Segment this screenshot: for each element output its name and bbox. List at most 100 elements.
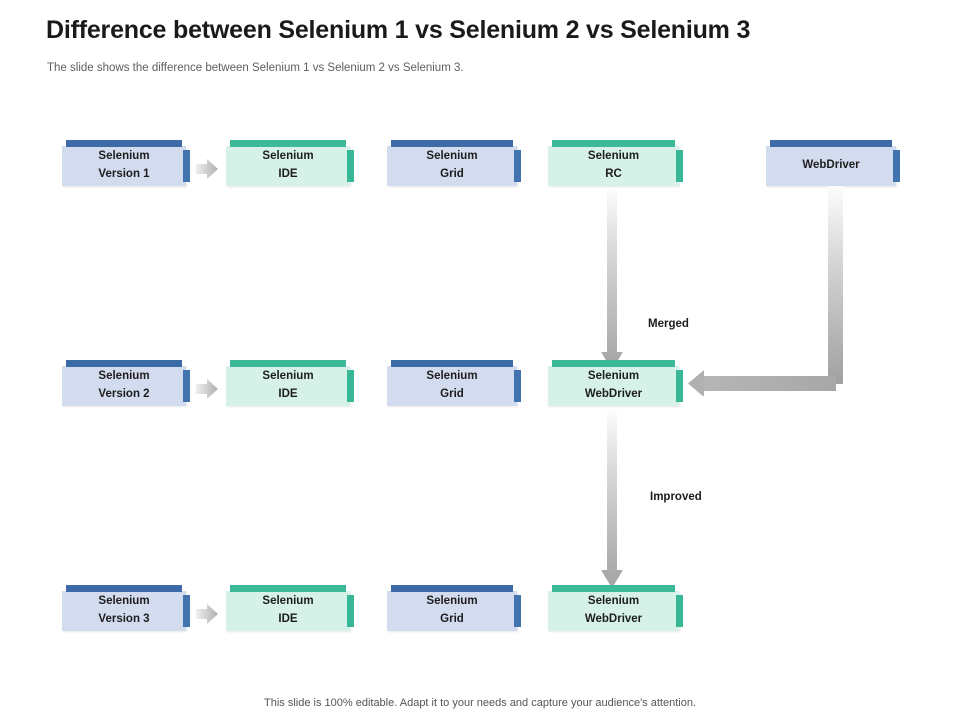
node-webdriver-row1[interactable]: WebDriver bbox=[766, 140, 900, 186]
node-label-line2: Grid bbox=[440, 388, 464, 400]
node-body bbox=[766, 146, 896, 186]
arrow-right-icon-row1 bbox=[194, 158, 220, 180]
node-selenium-rc-row1[interactable]: Selenium RC bbox=[548, 140, 683, 186]
node-label-line2: IDE bbox=[278, 613, 298, 625]
node-top-accent-bar bbox=[391, 585, 513, 592]
node-label-line2: IDE bbox=[278, 168, 298, 180]
node-label-line2: Version 1 bbox=[98, 168, 150, 180]
node-right-accent-bar bbox=[514, 150, 521, 182]
node-top-accent-bar bbox=[230, 140, 346, 147]
flow-label-merged: Merged bbox=[648, 318, 689, 330]
node-label-line1: Selenium bbox=[262, 370, 314, 383]
node-label-line1: Selenium bbox=[426, 370, 478, 383]
node-right-accent-bar bbox=[347, 150, 354, 182]
flow-label-improved: Improved bbox=[650, 491, 702, 503]
node-label-line1: Selenium bbox=[426, 595, 478, 608]
node-body bbox=[387, 591, 517, 631]
node-label-line1: Selenium bbox=[587, 370, 640, 383]
node-body bbox=[387, 366, 517, 406]
node-body bbox=[548, 591, 679, 631]
node-top-accent-bar bbox=[770, 140, 892, 147]
node-top-accent-bar bbox=[552, 585, 675, 592]
page-title: Difference between Selenium 1 vs Seleniu… bbox=[46, 16, 751, 44]
node-body bbox=[226, 591, 350, 631]
node-selenium-version-2[interactable]: Selenium Version 2 bbox=[62, 360, 190, 406]
node-label-line1: Selenium bbox=[587, 150, 640, 163]
node-label-line2: Version 2 bbox=[98, 388, 150, 400]
node-right-accent-bar bbox=[514, 595, 521, 627]
arrow-down-improved bbox=[600, 410, 624, 590]
node-label: Selenium WebDriver bbox=[548, 591, 679, 631]
node-label: Selenium Grid bbox=[387, 366, 517, 406]
node-body bbox=[548, 366, 679, 406]
node-label: Selenium Version 2 bbox=[62, 366, 186, 406]
node-selenium-version-3[interactable]: Selenium Version 3 bbox=[62, 585, 190, 631]
node-right-accent-bar bbox=[676, 370, 683, 402]
arrow-right-icon-row3 bbox=[194, 603, 220, 625]
node-right-accent-bar bbox=[676, 150, 683, 182]
node-body bbox=[62, 146, 186, 186]
node-label: Selenium Version 3 bbox=[62, 591, 186, 631]
node-body bbox=[226, 146, 350, 186]
node-label-line1: Selenium bbox=[426, 150, 478, 163]
footer-note: This slide is 100% editable. Adapt it to… bbox=[264, 697, 696, 709]
node-label: WebDriver bbox=[766, 146, 896, 186]
node-selenium-ide-row1[interactable]: Selenium IDE bbox=[226, 140, 354, 186]
node-label-line2: WebDriver bbox=[584, 388, 643, 400]
node-label-line1: Selenium bbox=[587, 595, 640, 608]
node-selenium-grid-row2[interactable]: Selenium Grid bbox=[387, 360, 521, 406]
page-subtitle: The slide shows the difference between S… bbox=[47, 62, 464, 74]
node-label-line1: Selenium bbox=[98, 370, 150, 383]
node-top-accent-bar bbox=[230, 360, 346, 367]
node-label-line2: Version 3 bbox=[98, 613, 150, 625]
node-label: Selenium IDE bbox=[226, 366, 350, 406]
node-label: Selenium IDE bbox=[226, 591, 350, 631]
node-label-line2: IDE bbox=[278, 388, 298, 400]
node-label: Selenium RC bbox=[548, 146, 679, 186]
node-right-accent-bar bbox=[347, 370, 354, 402]
node-right-accent-bar bbox=[347, 595, 354, 627]
node-top-accent-bar bbox=[552, 360, 675, 367]
arrow-elbow-webdriver-merge bbox=[686, 186, 846, 396]
node-label: Selenium WebDriver bbox=[548, 366, 679, 406]
node-label-line1: Selenium bbox=[98, 150, 150, 163]
node-label: Selenium Grid bbox=[387, 146, 517, 186]
node-body bbox=[387, 146, 517, 186]
node-top-accent-bar bbox=[66, 585, 182, 592]
node-selenium-ide-row2[interactable]: Selenium IDE bbox=[226, 360, 354, 406]
node-right-accent-bar bbox=[676, 595, 683, 627]
node-label: Selenium IDE bbox=[226, 146, 350, 186]
node-body bbox=[62, 591, 186, 631]
node-top-accent-bar bbox=[230, 585, 346, 592]
node-body bbox=[62, 366, 186, 406]
node-label-line1: Selenium bbox=[262, 595, 314, 608]
node-label-line2: Grid bbox=[440, 168, 464, 180]
node-label: Selenium Version 1 bbox=[62, 146, 186, 186]
node-right-accent-bar bbox=[183, 595, 190, 627]
node-selenium-ide-row3[interactable]: Selenium IDE bbox=[226, 585, 354, 631]
node-label-line2: Grid bbox=[440, 613, 464, 625]
node-top-accent-bar bbox=[66, 140, 182, 147]
node-label: Selenium Grid bbox=[387, 591, 517, 631]
node-label-line2: WebDriver bbox=[584, 613, 643, 625]
node-label-line1: Selenium bbox=[98, 595, 150, 608]
node-right-accent-bar bbox=[893, 150, 900, 182]
node-label-line1: WebDriver bbox=[802, 159, 860, 172]
node-selenium-webdriver-row2[interactable]: Selenium WebDriver bbox=[548, 360, 683, 406]
node-body bbox=[226, 366, 350, 406]
arrow-down-merged bbox=[600, 188, 624, 373]
node-label-line2: RC bbox=[605, 168, 622, 180]
node-selenium-grid-row3[interactable]: Selenium Grid bbox=[387, 585, 521, 631]
node-top-accent-bar bbox=[391, 140, 513, 147]
node-top-accent-bar bbox=[552, 140, 675, 147]
node-right-accent-bar bbox=[514, 370, 521, 402]
node-top-accent-bar bbox=[391, 360, 513, 367]
node-selenium-grid-row1[interactable]: Selenium Grid bbox=[387, 140, 521, 186]
arrow-right-icon-row2 bbox=[194, 378, 220, 400]
node-selenium-webdriver-row3[interactable]: Selenium WebDriver bbox=[548, 585, 683, 631]
node-right-accent-bar bbox=[183, 370, 190, 402]
node-right-accent-bar bbox=[183, 150, 190, 182]
node-selenium-version-1[interactable]: Selenium Version 1 bbox=[62, 140, 190, 186]
node-top-accent-bar bbox=[66, 360, 182, 367]
